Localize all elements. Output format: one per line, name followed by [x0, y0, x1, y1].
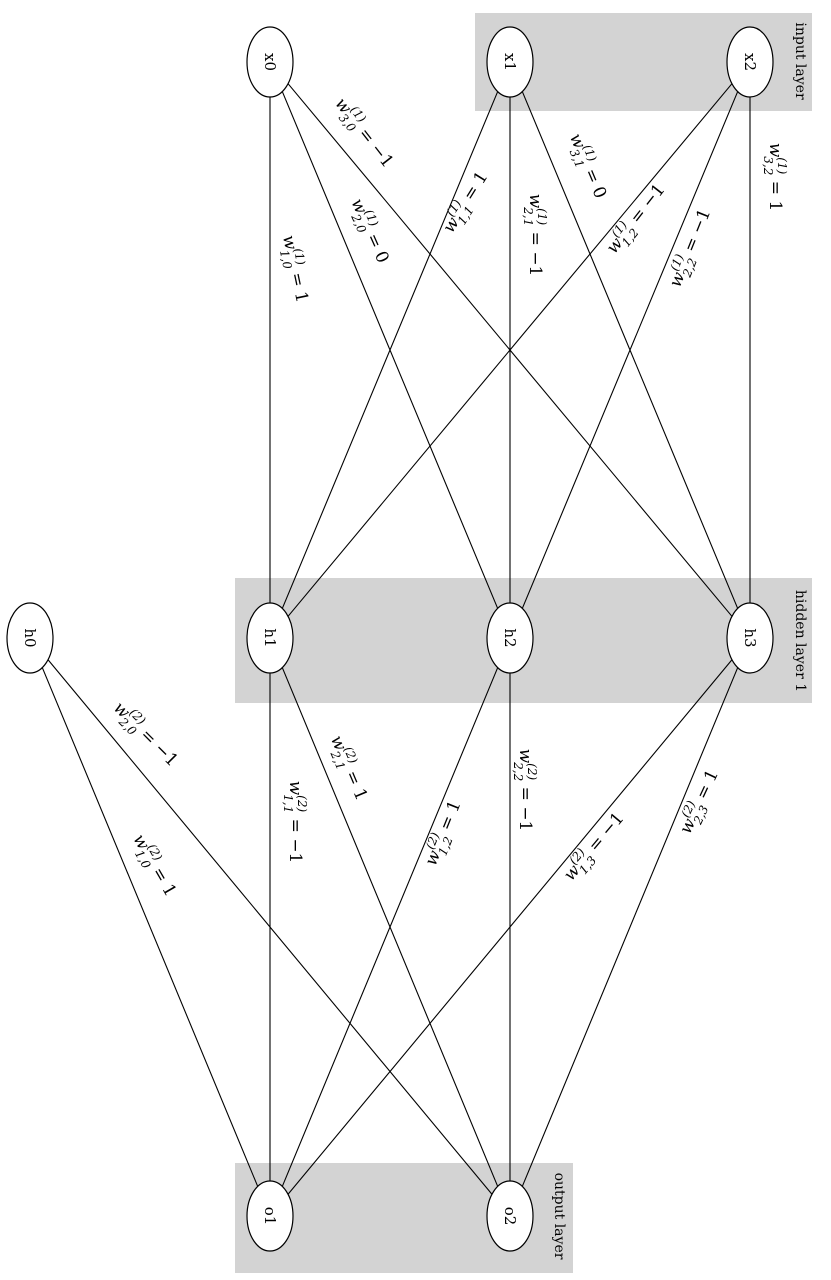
- node-label-o1: o1: [261, 1207, 279, 1226]
- weight-label-x2-h1: w(1)1,2 = −1: [600, 178, 673, 260]
- edge-h2-o1: [281, 667, 499, 1187]
- node-label-h0: h0: [21, 628, 39, 647]
- weight-label-x0-h1: w(1)1,0 = 1: [274, 233, 316, 306]
- edge-x1-h1: [281, 91, 499, 609]
- edge-x2-h1: [287, 83, 733, 617]
- node-label-h2: h2: [501, 628, 519, 647]
- node-o1: [246, 1180, 294, 1252]
- weight-label-x2-h3: w(1)3,2 = 1: [761, 143, 789, 212]
- edges: [41, 83, 751, 1195]
- weight-label-h1-o1: w(2)1,1 = −1: [281, 781, 309, 864]
- weight-label-h2-o2: w(2)2,2 = −1: [511, 749, 539, 832]
- node-h1: [246, 602, 294, 674]
- node-o2: [486, 1180, 534, 1252]
- weight-label-h0-o2: w(2)2,0 = −1: [106, 695, 184, 773]
- weight-label-h3-o2: w(2)2,3 = 1: [672, 765, 726, 839]
- node-h2: [486, 602, 534, 674]
- node-label-h1: h1: [261, 628, 279, 647]
- weight-label-x1-h1: w(1)1,1 = 1: [436, 166, 496, 239]
- node-h0: [6, 602, 54, 674]
- node-x0: [246, 26, 294, 98]
- node-label-x1: x1: [501, 53, 519, 71]
- node-label-o2: o2: [501, 1207, 519, 1226]
- edge-x2-h2: [521, 91, 739, 609]
- hidden-layer-label: hidden layer 1: [792, 590, 808, 692]
- node-x1: [486, 26, 534, 98]
- node-label-x2: x2: [741, 53, 759, 71]
- edge-h0-o1: [41, 667, 259, 1187]
- weight-labels: w(1)1,0 = 1w(1)2,0 = 0w(1)3,0 = −1w(1)1,…: [106, 92, 789, 902]
- node-label-x0: x0: [261, 53, 279, 71]
- weight-label-h0-o1: w(2)1,0 = 1: [125, 829, 184, 902]
- weight-label-h3-o1: w(2)1,3 = −1: [557, 806, 632, 887]
- edge-h3-o2: [521, 667, 739, 1187]
- node-label-h3: h3: [741, 628, 759, 647]
- nodes: x0 x1 x2 h0 h1 h2 h3 o1 o2: [6, 26, 774, 1252]
- input-layer-label: input layer: [792, 22, 808, 100]
- weight-label-x0-h3: w(1)3,0 = −1: [327, 92, 400, 174]
- weight-label-x1-h2: w(1)2,1 = −1: [521, 194, 549, 277]
- node-x2: [726, 26, 774, 98]
- weight-label-x1-h3: w(1)3,1 = 0: [561, 129, 614, 203]
- weight-label-h1-o2: w(2)2,1 = 1: [322, 731, 375, 805]
- node-h3: [726, 602, 774, 674]
- weight-label-h2-o1: w(2)1,2 = 1: [418, 796, 470, 870]
- weight-label-x2-h2: w(1)2,2 = −1: [662, 205, 719, 292]
- output-layer-label: output layer: [551, 1173, 567, 1260]
- edge-h3-o1: [287, 659, 733, 1195]
